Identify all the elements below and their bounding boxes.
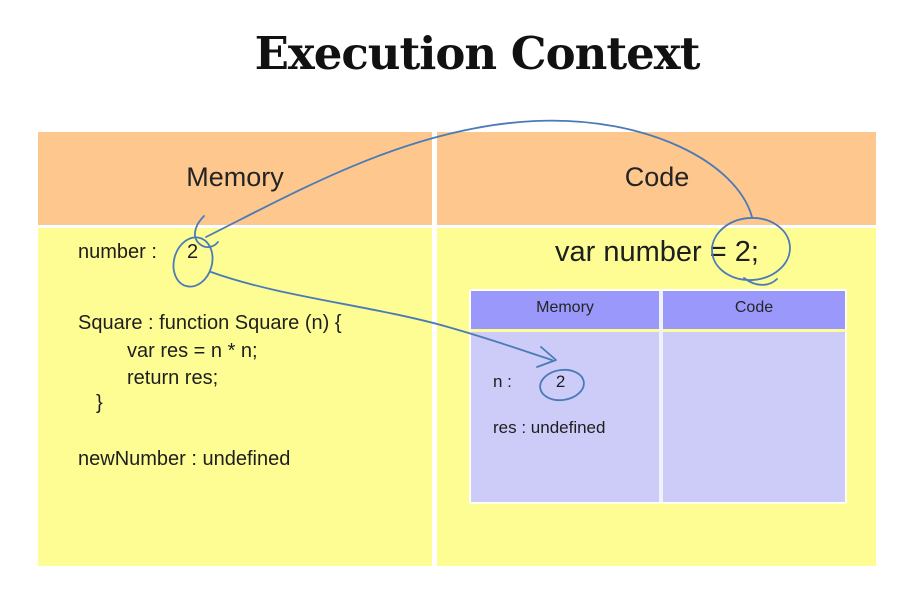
inner-context-table: Memory Code n : 2 res : undefined xyxy=(469,289,847,504)
memory-entry-square-line2: var res = n * n; xyxy=(127,340,258,362)
memory-entry-number: number : 2 xyxy=(78,241,198,263)
outer-memory-header-label: Memory xyxy=(186,162,284,192)
outer-column-divider xyxy=(432,132,437,566)
page-title: Execution Context xyxy=(254,27,701,80)
inner-code-cell xyxy=(663,332,845,502)
inner-entry-n: n : 2 xyxy=(493,372,565,392)
outer-code-header-label: Code xyxy=(624,162,690,192)
memory-entry-number-value: 2 xyxy=(186,241,199,263)
inner-entry-n-label: n : xyxy=(493,372,512,391)
inner-entry-n-value: 2 xyxy=(555,372,566,391)
inner-code-header-label: Code xyxy=(734,299,774,316)
memory-entry-square-line1: Square : function Square (n) { xyxy=(78,312,342,334)
inner-column-divider xyxy=(659,291,663,502)
inner-entry-res: res : undefined xyxy=(493,418,606,437)
inner-memory-header-label: Memory xyxy=(536,299,594,316)
memory-entry-square-line3: return res; xyxy=(127,367,219,389)
memory-entry-square-line4: } xyxy=(96,392,103,414)
memory-entry-newnumber: newNumber : undefined xyxy=(78,448,291,470)
code-statement: var number = 2; xyxy=(555,236,759,268)
memory-entry-number-label: number : xyxy=(78,241,157,263)
